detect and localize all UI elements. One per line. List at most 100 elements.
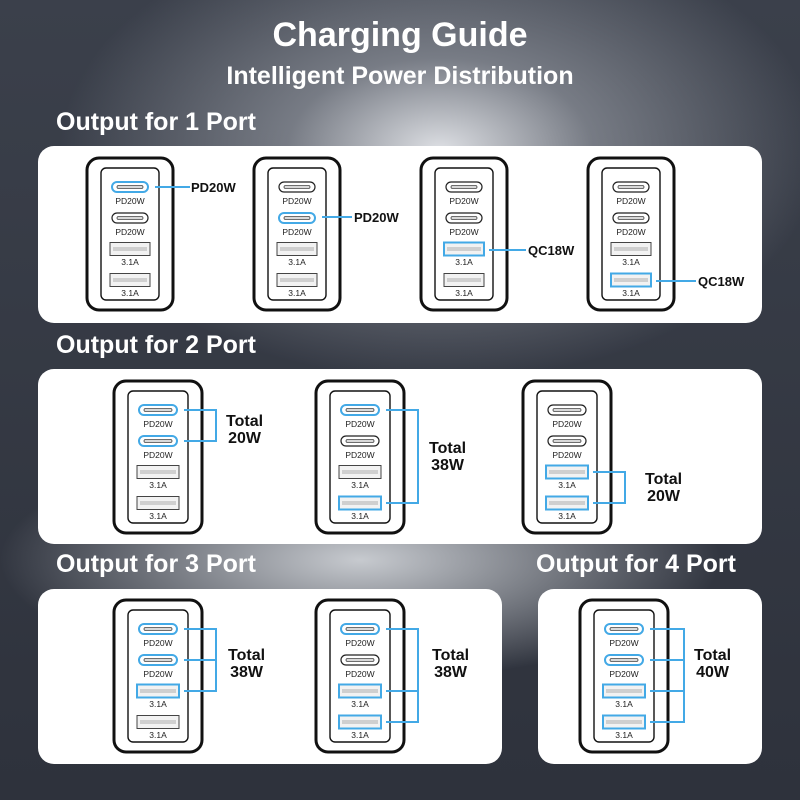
usb-a-port-icon <box>136 683 180 699</box>
port-label: 3.1A <box>622 257 640 267</box>
usb-c-port-icon <box>340 404 380 416</box>
port-label: 3.1A <box>455 257 473 267</box>
total-label: Total 38W <box>228 647 265 681</box>
port-label: PD20W <box>449 227 478 237</box>
usb-a-port-icon <box>602 714 646 730</box>
usb-a-port-icon <box>443 273 485 287</box>
total-value: 38W <box>431 457 464 474</box>
usb-a-port-icon <box>545 464 589 480</box>
port-callout: QC18W <box>698 274 745 289</box>
total-word: Total <box>429 440 467 457</box>
port-label: 3.1A <box>615 699 633 709</box>
usb-a-port-icon <box>338 714 382 730</box>
port-label: PD20W <box>552 450 581 460</box>
usb-c-port-icon <box>111 212 149 224</box>
port-label: 3.1A <box>558 511 576 521</box>
usb-c-port-icon <box>445 212 483 224</box>
total-label: Total 38W <box>429 440 466 474</box>
usb-c-port-icon <box>111 181 149 193</box>
usb-a-port-icon <box>109 273 151 287</box>
port-callout: PD20W <box>354 210 399 225</box>
usb-c-port-icon <box>604 623 644 635</box>
port-label: 3.1A <box>615 730 633 740</box>
port-label: PD20W <box>115 227 144 237</box>
usb-a-port-icon <box>136 715 180 729</box>
usb-c-port-icon <box>138 435 178 447</box>
usb-c-port-icon <box>138 404 178 416</box>
port-label: 3.1A <box>558 480 576 490</box>
port-label: PD20W <box>115 196 144 206</box>
usb-a-port-icon <box>443 241 485 257</box>
port-label: PD20W <box>552 419 581 429</box>
usb-a-port-icon <box>610 242 652 256</box>
usb-c-port-icon <box>340 623 380 635</box>
page-subtitle: Intelligent Power Distribution <box>226 62 574 90</box>
port-label: PD20W <box>345 638 374 648</box>
usb-c-port-icon <box>547 404 587 416</box>
usb-a-port-icon <box>545 495 589 511</box>
usb-a-port-icon <box>338 495 382 511</box>
port-label: 3.1A <box>351 730 369 740</box>
port-label: 3.1A <box>288 288 306 298</box>
port-callout: PD20W <box>191 180 236 195</box>
usb-a-port-icon <box>602 683 646 699</box>
port-label: 3.1A <box>149 699 167 709</box>
port-label: 3.1A <box>121 288 139 298</box>
port-label: 3.1A <box>351 480 369 490</box>
page-title: Charging Guide <box>272 16 528 54</box>
usb-a-port-icon <box>338 683 382 699</box>
usb-c-port-icon <box>340 654 380 666</box>
charger-icon: PD20W PD20W 3.1A 3.1A <box>252 156 342 312</box>
usb-c-port-icon <box>138 623 178 635</box>
usb-a-port-icon <box>276 273 318 287</box>
total-label: Total 20W <box>645 471 682 505</box>
port-label: PD20W <box>609 669 638 679</box>
usb-a-port-icon <box>136 496 180 510</box>
port-label: PD20W <box>282 227 311 237</box>
total-word: Total <box>694 647 732 664</box>
usb-c-port-icon <box>604 654 644 666</box>
total-value: 20W <box>647 488 680 505</box>
total-value: 38W <box>230 664 263 681</box>
port-callout: QC18W <box>528 243 575 258</box>
charger-icon: PD20W PD20W 3.1A 3.1A <box>314 598 406 754</box>
port-label: PD20W <box>616 196 645 206</box>
port-label: PD20W <box>143 419 172 429</box>
usb-a-port-icon <box>136 465 180 479</box>
usb-c-port-icon <box>340 435 380 447</box>
section-heading-2-port: Output for 2 Port <box>56 331 256 359</box>
total-word: Total <box>645 471 683 488</box>
total-label: Total 38W <box>432 647 469 681</box>
section-heading-3-port: Output for 3 Port <box>56 550 256 578</box>
port-label: PD20W <box>282 196 311 206</box>
usb-a-port-icon <box>338 465 382 479</box>
usb-c-port-icon <box>278 181 316 193</box>
section-heading-1-port: Output for 1 Port <box>56 108 256 136</box>
port-label: PD20W <box>616 227 645 237</box>
port-label: 3.1A <box>149 511 167 521</box>
port-label: 3.1A <box>288 257 306 267</box>
usb-c-port-icon <box>138 654 178 666</box>
usb-c-port-icon <box>547 435 587 447</box>
total-value: 40W <box>696 664 729 681</box>
total-word: Total <box>432 647 470 664</box>
usb-c-port-icon <box>612 212 650 224</box>
port-label: PD20W <box>609 638 638 648</box>
port-label: PD20W <box>345 419 374 429</box>
total-value: 20W <box>228 430 261 447</box>
total-word: Total <box>226 413 264 430</box>
port-label: 3.1A <box>351 511 369 521</box>
port-label: PD20W <box>345 669 374 679</box>
port-label: 3.1A <box>149 480 167 490</box>
port-label: PD20W <box>143 669 172 679</box>
port-label: 3.1A <box>351 699 369 709</box>
usb-a-port-icon <box>610 272 652 288</box>
total-word: Total <box>228 647 266 664</box>
total-label: Total 40W <box>694 647 731 681</box>
